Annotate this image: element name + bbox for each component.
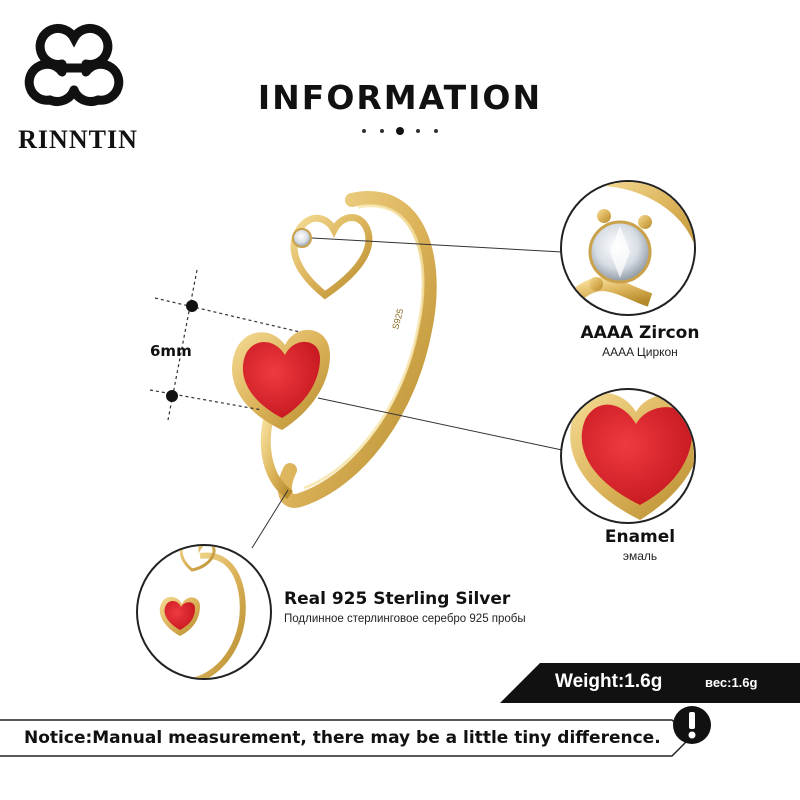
weight-banner bbox=[500, 663, 800, 703]
full-ring-zoom-circle bbox=[136, 544, 272, 680]
notice-box bbox=[0, 719, 690, 757]
page-title: INFORMATION bbox=[257, 78, 543, 117]
weight-label-ru: вес:1.6g bbox=[705, 675, 758, 690]
enamel-label: Enamel bbox=[604, 527, 676, 547]
clover-knot-logo-icon bbox=[24, 23, 124, 106]
zircon-sublabel: AAAA Циркон bbox=[602, 345, 678, 359]
enamel-heart bbox=[232, 329, 330, 430]
notice-text: Notice:Manual measurement, there may be … bbox=[24, 728, 661, 748]
open-heart-with-zircon bbox=[290, 214, 373, 300]
zircon-leader-line bbox=[311, 237, 563, 253]
dimension-label: 6mm bbox=[150, 342, 192, 360]
ring-stamp: S925 bbox=[390, 308, 405, 331]
dimension-markers bbox=[149, 269, 301, 421]
material-leader-line bbox=[251, 489, 289, 549]
material-label: Real 925 Sterling Silver bbox=[284, 589, 511, 609]
zircon-label: AAAA Zircon bbox=[580, 323, 700, 343]
enamel-zoom-circle bbox=[560, 388, 696, 524]
material-sublabel: Подлинное стерлинговое серебро 925 пробы bbox=[284, 613, 526, 625]
enamel-leader-line bbox=[317, 397, 563, 451]
brand-name: RINNTIN bbox=[18, 125, 138, 154]
enamel-sublabel: эмаль bbox=[622, 549, 658, 563]
exclamation-icon bbox=[673, 706, 711, 744]
zircon-zoom-circle bbox=[560, 180, 696, 316]
weight-label: Weight:1.6g bbox=[555, 671, 663, 692]
dots-divider-icon bbox=[362, 127, 438, 135]
